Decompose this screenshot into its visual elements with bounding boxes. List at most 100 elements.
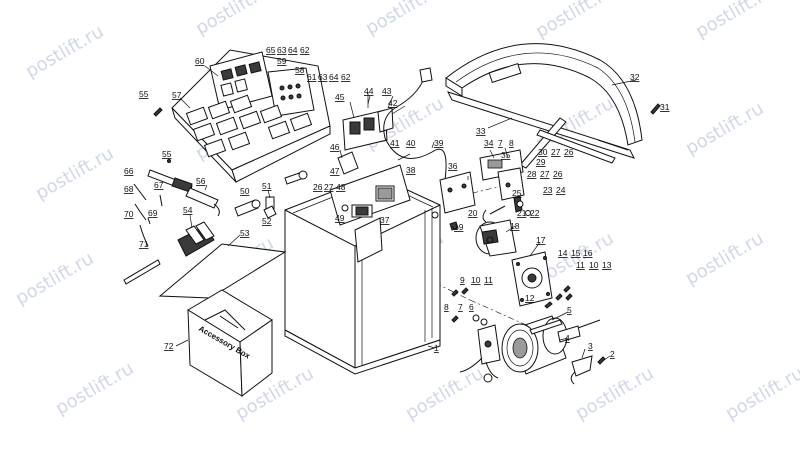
part-label-19: 19 [454, 222, 464, 232]
leader-line [397, 153, 411, 161]
part-label-57: 57 [172, 90, 182, 100]
lock-plate [570, 355, 606, 385]
part-label-26: 26 [564, 147, 574, 157]
part-label-52: 52 [262, 216, 272, 226]
part-label-36: 36 [448, 161, 458, 171]
part-label-11: 11 [484, 275, 493, 285]
part-label-51: 51 [262, 181, 272, 191]
part-label-30: 30 [538, 147, 548, 157]
part-label-15: 15 [571, 248, 581, 258]
pedal-rods [133, 183, 163, 247]
part-label-69: 69 [148, 208, 158, 218]
part-label-62: 62 [300, 45, 310, 55]
upper-bracket-plates [439, 149, 525, 214]
hood-cover [445, 43, 643, 169]
watermark-text: postlift.ru [362, 0, 447, 39]
part-label-28: 28 [527, 169, 537, 179]
part-label-40: 40 [406, 138, 416, 148]
watermark-text: postlift.ru [722, 363, 800, 424]
screw-part [153, 107, 163, 117]
part-label-29: 29 [536, 157, 546, 167]
leader-line [611, 79, 637, 86]
part-label-7: 7 [458, 302, 463, 312]
part-label-65: 65 [266, 45, 276, 55]
bead-pressing-rod [147, 159, 220, 217]
part-label-59: 59 [277, 56, 287, 66]
part-label-55: 55 [139, 89, 149, 99]
part-label-23: 23 [543, 185, 553, 195]
flat-strip [123, 259, 161, 285]
part-label-72: 72 [164, 341, 174, 351]
leader-line [179, 97, 191, 109]
part-label-8: 8 [444, 302, 449, 312]
motor-assembly [475, 219, 517, 257]
mounting-plate [329, 164, 411, 226]
bolts-set [451, 285, 573, 309]
part-label-27: 27 [324, 182, 334, 192]
part-label-61: 61 [307, 72, 317, 82]
accessory-box: Accessory Box [187, 289, 273, 397]
transformer-assembly [342, 92, 394, 151]
part-label-48: 48 [336, 182, 346, 192]
part-label-68: 68 [124, 184, 134, 194]
part-label-58: 58 [295, 65, 305, 75]
part-label-63: 63 [277, 45, 287, 55]
control-console [171, 49, 331, 183]
part-label-32: 32 [630, 72, 640, 82]
part-label-46: 46 [330, 142, 340, 152]
part-label-2: 2 [610, 349, 615, 359]
part-label-38: 38 [406, 165, 416, 175]
part-label-70: 70 [124, 209, 134, 219]
part-label-27: 27 [540, 169, 550, 179]
leader-line [427, 345, 436, 349]
part-label-6: 6 [469, 302, 474, 312]
part-label-53: 53 [240, 228, 250, 238]
part-label-67: 67 [154, 180, 164, 190]
power-cable [383, 77, 447, 181]
part-label-33: 33 [476, 126, 486, 136]
foot-pedal-block [177, 221, 215, 257]
part-label-3: 3 [588, 341, 593, 351]
leader-line [204, 65, 219, 77]
part-label-43: 43 [382, 86, 392, 96]
part-label-20: 20 [468, 208, 478, 218]
part-label-71: 71 [139, 239, 149, 249]
part-label-31: 31 [660, 102, 670, 112]
part-label-44: 44 [364, 86, 374, 96]
part-label-49: 49 [335, 213, 345, 223]
leader-line [487, 117, 513, 129]
part-label-16: 16 [583, 248, 593, 258]
part-label-50: 50 [240, 186, 250, 196]
part-label-4: 4 [565, 333, 570, 343]
part-label-42: 42 [388, 98, 398, 108]
part-label-64: 64 [329, 72, 339, 82]
part-label-26: 26 [553, 169, 563, 179]
part-label-11: 11 [576, 260, 585, 270]
watermark-text: postlift.ru [682, 98, 767, 159]
nut-part [449, 221, 459, 231]
watermark-text: postlift.ru [532, 0, 617, 42]
part-label-47: 47 [330, 166, 340, 176]
part-label-45: 45 [335, 92, 345, 102]
base-plate [158, 243, 287, 299]
part-label-24: 24 [556, 185, 566, 195]
part-label-18: 18 [510, 221, 520, 231]
part-label-5: 5 [567, 305, 572, 315]
part-label-54: 54 [183, 205, 193, 215]
part-label-55: 55 [162, 149, 172, 159]
part-label-62: 62 [341, 72, 351, 82]
main-cabinet [284, 174, 441, 375]
watermark-text: postlift.ru [32, 143, 117, 204]
watermark-text: postlift.ru [52, 358, 137, 419]
brake-assembly [459, 324, 501, 383]
part-label-66: 66 [124, 166, 134, 176]
part-label-34: 34 [484, 138, 494, 148]
part-label-60: 60 [195, 56, 205, 66]
shaft-hub [501, 315, 601, 375]
part-label-12: 12 [525, 293, 535, 303]
part-label-1: 1 [434, 343, 439, 353]
part-label-39: 39 [434, 138, 444, 148]
part-label-56: 56 [196, 176, 206, 186]
part-label-21: 21 [517, 208, 527, 218]
